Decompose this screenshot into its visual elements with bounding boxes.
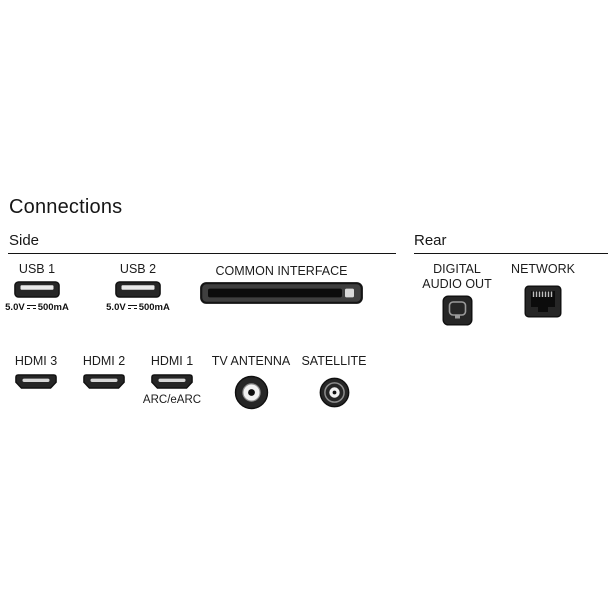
usb-port-icon <box>115 281 161 298</box>
hdmi1-label: HDMI 1 <box>150 354 194 368</box>
usb2-voltage: 5.0V <box>106 302 126 313</box>
hdmi1-arc-label: ARC/eARC <box>142 394 202 406</box>
common-interface-group: COMMON INTERFACE <box>200 264 363 304</box>
usb1-current: 500mA <box>37 302 69 313</box>
digital-audio-out-label-line2: AUDIO OUT <box>422 277 492 291</box>
side-section-heading: Side <box>9 232 40 249</box>
hdmi1-port-group: HDMI 1 ARC/eARC <box>142 354 202 406</box>
hdmi-port-icon <box>151 374 193 389</box>
hdmi3-port-group: HDMI 3 <box>8 354 64 389</box>
hdmi2-port-group: HDMI 2 <box>76 354 132 389</box>
ethernet-port-icon <box>524 285 562 318</box>
usb2-port-group: USB 2 5.0V 500mA <box>106 262 170 313</box>
dc-symbol-icon <box>127 304 138 312</box>
common-interface-slot-icon <box>200 282 363 304</box>
satellite-group: SATELLITE <box>299 354 369 408</box>
usb2-label: USB 2 <box>119 262 157 276</box>
antenna-coax-port-icon <box>234 375 268 410</box>
usb-port-icon <box>14 281 60 298</box>
usb1-port-group: USB 1 5.0V 500mA <box>5 262 69 313</box>
network-group: NETWORK <box>510 262 576 318</box>
usb1-label: USB 1 <box>18 262 56 276</box>
rear-section-heading: Rear <box>414 232 447 249</box>
usb2-current: 500mA <box>138 302 170 313</box>
page-title: Connections <box>9 196 123 218</box>
hdmi2-label: HDMI 2 <box>82 354 126 368</box>
usb1-power-spec: 5.0V 500mA <box>5 302 69 313</box>
optical-audio-port-icon <box>442 295 473 326</box>
tv-antenna-label: TV ANTENNA <box>211 354 291 368</box>
hdmi3-label: HDMI 3 <box>14 354 58 368</box>
satellite-label: SATELLITE <box>301 354 367 368</box>
hdmi-port-icon <box>15 374 57 389</box>
hdmi-port-icon <box>83 374 125 389</box>
tv-antenna-group: TV ANTENNA <box>211 354 291 410</box>
common-interface-label: COMMON INTERFACE <box>215 264 348 278</box>
digital-audio-out-label-line1: DIGITAL <box>433 262 481 276</box>
satellite-fconnector-port-icon <box>319 377 349 408</box>
usb2-power-spec: 5.0V 500mA <box>106 302 170 313</box>
dc-symbol-icon <box>26 304 37 312</box>
rear-section-divider <box>414 253 608 254</box>
network-label: NETWORK <box>511 262 575 276</box>
usb1-voltage: 5.0V <box>5 302 25 313</box>
digital-audio-out-group: DIGITAL AUDIO OUT <box>412 262 502 326</box>
side-section-divider <box>8 253 396 254</box>
